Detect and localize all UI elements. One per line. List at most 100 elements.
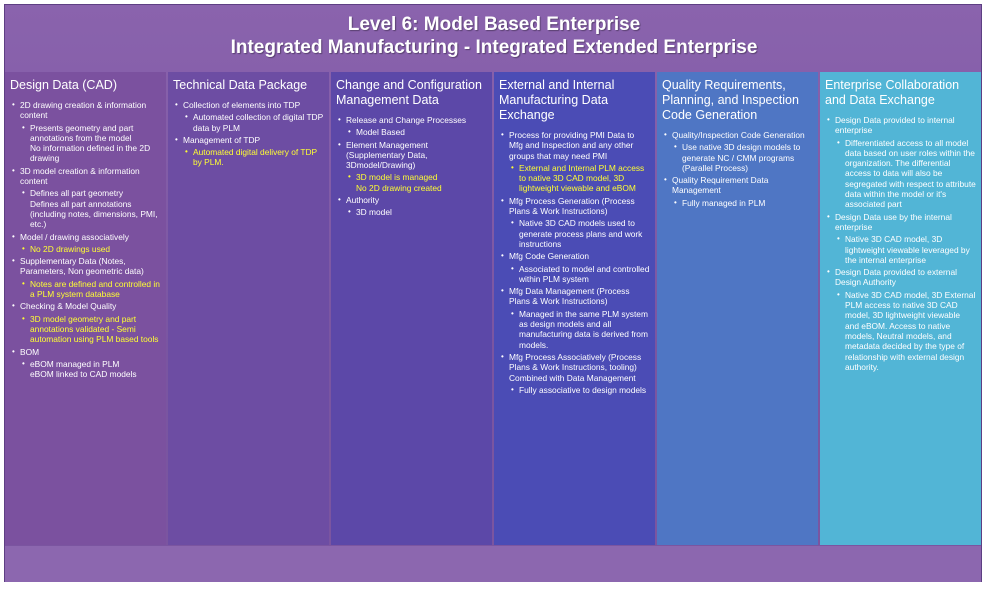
list-item-text: Mfg Data Management (Process Plans & Wor… [509,286,630,307]
list-item-text: Design Data provided to external Design … [835,267,957,288]
list-item-text: Design Data use by the internal enterpri… [835,211,952,232]
sub-item-list: Model Based [346,127,487,138]
list-item: Supplementary Data (Notes, Parameters, N… [10,256,161,299]
sub-item-line: Notes are defined and controlled in a PL… [30,278,160,300]
sub-item: Native 3D CAD models used to generate pr… [509,218,650,249]
sub-item: 3D model [346,207,487,218]
column-3: Change and Configuration Management Data… [331,72,492,545]
sub-item: Managed in the same PLM system as design… [509,309,650,350]
sub-item-list: 3D model [346,207,487,218]
sub-item: Fully managed in PLM [672,197,813,209]
sub-item-list: Fully managed in PLM [672,197,813,209]
list-item-text: Quality/Inspection Code Generation [672,130,805,140]
sub-item-list: Presents geometry and part annotations f… [20,123,161,164]
sub-item-line: Fully managed in PLM [682,197,766,208]
diagram-frame: Level 6: Model Based Enterprise Integrat… [4,4,982,582]
list-item: Authority3D model [336,195,487,218]
list-item-text: Mfg Process Associatively (Process Plans… [509,351,642,383]
sub-item-line: Automated collection of digital TDP data… [193,112,324,133]
title-line-1: Level 6: Model Based Enterprise [347,14,641,35]
title-line-2: Integrated Manufacturing - Integrated Ex… [230,37,758,58]
list-item: Design Data use by the internal enterpri… [825,212,976,265]
sub-item: No 2D drawings used [20,243,161,255]
sub-item-line: No 2D drawing created [356,182,442,193]
list-item-text: Collection of elements into TDP [183,100,301,110]
sub-item-list: Differentiated access to all model data … [835,138,976,210]
list-item: Collection of elements into TDP Automated… [173,100,324,133]
column-heading: Change and Configuration Management Data [336,78,482,107]
sub-item-line: Presents geometry and part annotations f… [30,122,134,143]
sub-item-list: Managed in the same PLM system as design… [509,309,650,350]
sub-item-list: No 2D drawings used [20,243,161,255]
column-item-list: Release and Change ProcessesModel BasedE… [336,115,487,218]
list-item: Mfg Code GenerationAssociated to model a… [499,251,650,284]
sub-item-line: Native 3D CAD model, 3D lightweight view… [845,234,970,265]
column-5: Quality Requirements, Planning, and Insp… [657,72,818,545]
sub-item: Native 3D CAD model, 3D External PLM acc… [835,290,976,372]
column-heading: Enterprise Collaboration and Data Exchan… [825,78,960,107]
list-item: Mfg Process Generation (Process Plans & … [499,196,650,249]
columns-container: Design Data (CAD)2D drawing creation & i… [5,72,983,545]
list-item-text: Management of TDP [183,134,261,145]
list-item: Mfg Data Management (Process Plans & Wor… [499,286,650,350]
list-item: Management of TDP Automated digital deliv… [173,135,324,168]
sub-item: Fully associative to design models [509,384,650,396]
list-item-text: Element Management (Supplementary Data, … [346,139,428,171]
list-item-text: Supplementary Data (Notes, Parameters, N… [20,256,144,277]
list-item-text: Mfg Process Generation (Process Plans & … [509,195,635,217]
sub-item-line: Native 3D CAD models used to generate pr… [519,218,643,249]
sub-item: Differentiated access to all model data … [835,138,976,210]
bottom-band [5,546,981,582]
sub-item-list: Native 3D CAD model, 3D lightweight view… [835,234,976,265]
column-6: Enterprise Collaboration and Data Exchan… [820,72,981,545]
column-item-list: Quality/Inspection Code GenerationUse na… [662,130,813,208]
list-item: Element Management (Supplementary Data, … [336,140,487,193]
sub-item: Automated collection of digital TDP data… [183,112,324,133]
sub-item-list: 3D model geometry and part annotations v… [20,314,161,345]
column-item-list: Process for providing PMI Data to Mfg an… [499,130,650,395]
sub-item: Automated digital delivery of TDP by PLM… [183,147,324,168]
list-item: Quality Requirement Data ManagementFully… [662,175,813,208]
sub-item-line: No 2D drawings used [30,243,111,254]
column-1: Design Data (CAD)2D drawing creation & i… [5,72,166,545]
column-heading: External and Internal Manufacturing Data… [499,78,615,122]
sub-item-list: Automated digital delivery of TDP by PLM… [183,147,324,168]
list-item-text: Design Data provided to internal enterpr… [835,115,955,136]
sub-item: Associated to model and controlled withi… [509,264,650,285]
column-4: External and Internal Manufacturing Data… [494,72,655,545]
sub-item-line: Native 3D CAD model, 3D External PLM acc… [845,289,976,372]
sub-item-line: Fully associative to design models [519,384,647,395]
list-item-text: Model / drawing associatively [20,231,129,242]
list-item-text: Authority [346,195,380,206]
column-item-list: Collection of elements into TDP Automated… [173,100,324,168]
list-item-text: Release and Change Processes [346,115,467,125]
list-item-text: BOM [20,346,40,357]
sub-item: External and Internal PLM access to nati… [509,163,650,194]
diagram-title: Level 6: Model Based Enterprise Integrat… [5,13,983,59]
column-heading: Technical Data Package [173,78,308,92]
list-item-text: Mfg Code Generation [509,251,590,262]
sub-item-line: No information defined in the 2D drawing [30,143,151,164]
sub-item-line: External and Internal PLM access to nati… [519,162,645,194]
list-item: Design Data provided to internal enterpr… [825,115,976,210]
sub-item-list: Use native 3D design models to generate … [672,142,813,173]
sub-item-list: Fully associative to design models [509,384,650,396]
sub-item-line: Managed in the same PLM system as design… [519,308,648,350]
sub-item-line: 3D model is managed [356,172,438,183]
list-item: Model / drawing associativelyNo 2D drawi… [10,232,161,255]
list-item: 3D model creation & information contentD… [10,166,161,230]
sub-item-line: 3D model geometry and part annotations v… [30,313,159,345]
sub-item-line: Model Based [356,127,405,138]
sub-item: 3D model geometry and part annotations v… [20,314,161,345]
sub-item-line: eBOM linked to CAD models [30,369,137,380]
list-item-text: Process for providing PMI Data to Mfg an… [509,130,635,161]
sub-item-line: Automated digital delivery of TDP by PLM… [193,147,317,168]
list-item-text: 2D drawing creation & information conten… [20,100,147,121]
